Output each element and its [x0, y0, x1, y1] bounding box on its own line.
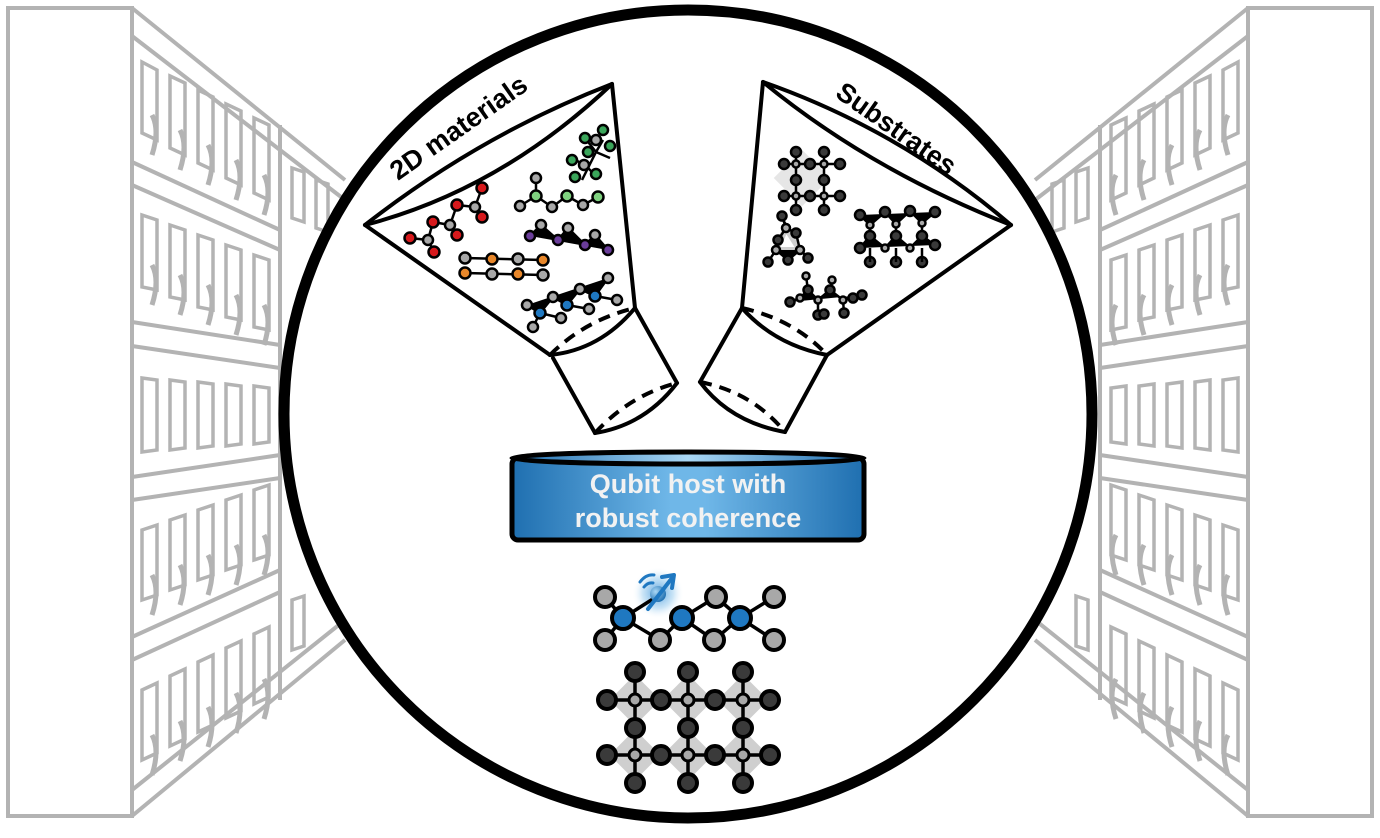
- molecule-red: [403, 181, 489, 259]
- molecule-orange: [458, 251, 550, 282]
- right-rack-end-panel: [1246, 6, 1374, 818]
- left-rack-end-panel: [6, 6, 134, 818]
- spin-arrow-icon: [638, 573, 676, 611]
- substrate-square-lattice: [773, 145, 847, 217]
- substrate-triangle: [762, 210, 814, 268]
- left-server-racks: [6, 6, 347, 818]
- host-2d-layer: [593, 567, 786, 652]
- molecule-purple: [523, 218, 615, 257]
- qubit-host-disk: Qubit host with robust coherence: [509, 449, 867, 543]
- left-drive-row-2: [140, 212, 271, 333]
- left-drive-row-3: [140, 376, 271, 454]
- left-drive-row-1: [140, 59, 330, 235]
- left-cables: [149, 113, 271, 776]
- qubit-host-label-line2: robust coherence: [575, 503, 802, 533]
- right-server-racks: [1033, 6, 1374, 818]
- substrate-branched: [784, 271, 868, 321]
- substrate-zigzag: [853, 204, 942, 269]
- molecule-light-green: [513, 171, 605, 214]
- molecule-green: [565, 123, 617, 184]
- qubit-host-label-line1: Qubit host with: [590, 469, 786, 499]
- molecule-blue: [520, 271, 624, 334]
- substrate-lattice: [596, 661, 781, 794]
